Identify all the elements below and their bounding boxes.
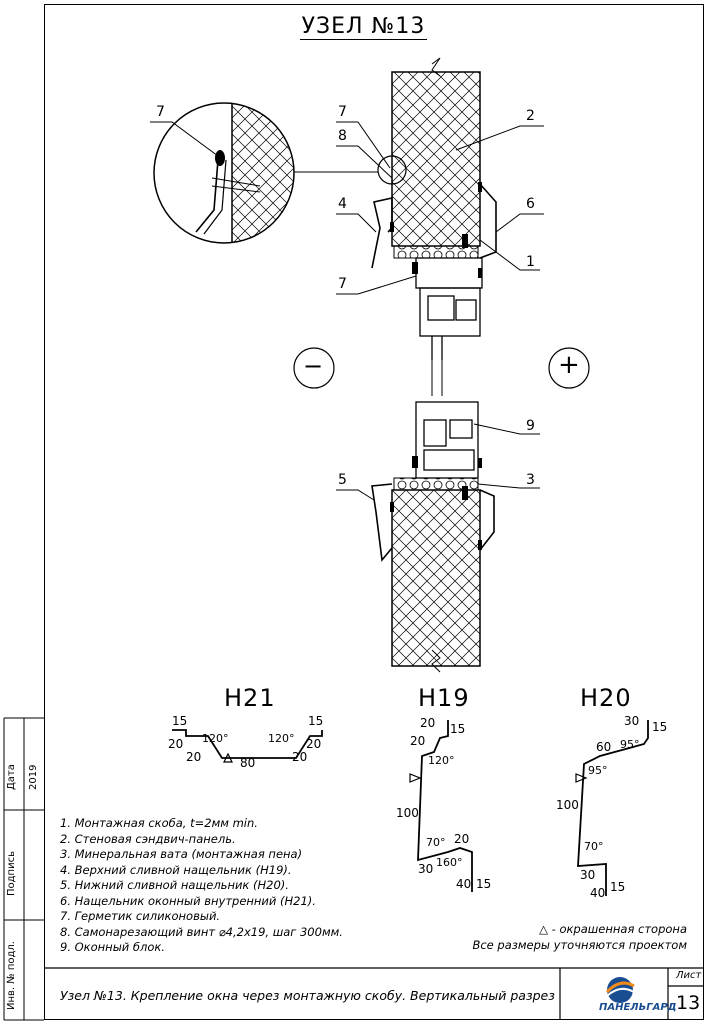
window-frame-upper <box>415 257 483 360</box>
h19-dim-d15: 15 <box>476 877 492 891</box>
legend-item: 2. Стеновая сэндвич-панель. <box>60 831 236 846</box>
h20-dim-top15: 15 <box>652 720 668 734</box>
stamp-date-label: Дата <box>6 764 17 790</box>
callout-7-detail: 7 <box>156 104 165 120</box>
profile-h19-title: Н19 <box>418 684 470 712</box>
legend-item: 5. Нижний сливной нащельник (Н20). <box>60 878 289 892</box>
h21-dim-r20a: 20 <box>306 737 322 751</box>
profile-h21-title: Н21 <box>224 684 276 712</box>
legend-list: 1. Монтажная скоба, t=2мм min. 2. Стенов… <box>60 816 343 956</box>
callout-1: 1 <box>526 254 535 270</box>
h20-dim-h100: 100 <box>556 798 579 812</box>
profile-h20-title: Н20 <box>580 684 632 712</box>
h19-angle1: 120° <box>428 754 455 767</box>
callout-2: 2 <box>526 108 535 124</box>
h19-angle3: 160° <box>436 856 463 869</box>
h20-angle3: 70° <box>584 840 604 853</box>
h21-angle-l: 120° <box>202 732 229 745</box>
h21-dim-l20a: 20 <box>168 737 184 751</box>
leader-lines <box>150 121 544 501</box>
stamp-date-value: 2019 <box>28 764 39 790</box>
callout-4: 4 <box>338 196 347 212</box>
h19-dim-d40: 40 <box>456 877 472 891</box>
sheet-number: 13 <box>676 992 701 1014</box>
sheet-label: Лист <box>676 970 702 981</box>
stamp-block <box>3 717 44 1021</box>
legend-item: 6. Нащельник оконный внутренний (Н21). <box>60 893 316 908</box>
drawing-frame <box>44 4 704 1020</box>
h19-dim-top15: 15 <box>450 722 466 736</box>
h21-dim-r20b: 20 <box>292 750 308 764</box>
sealant-marks <box>390 182 482 550</box>
callout-7-top: 7 <box>338 104 347 120</box>
h20-dim-d30: 30 <box>580 868 596 882</box>
sandwich-panel-upper <box>391 57 481 247</box>
dimensions-note: Все размеры уточняются проектом <box>472 938 687 952</box>
h20-angle1: 95° <box>620 738 640 751</box>
h20-dim-top30: 30 <box>624 714 640 728</box>
logo-text: ПАНЕЛЬГАРД <box>599 1002 677 1013</box>
title-block <box>44 967 704 1020</box>
h20-dim-d40: 40 <box>590 886 606 900</box>
flashing-h19 <box>371 197 393 269</box>
profile-h21-drawing <box>172 729 323 763</box>
h21-dim-l15: 15 <box>172 714 188 728</box>
callout-6: 6 <box>526 196 535 212</box>
inside-sign-circle <box>548 347 590 389</box>
glass-unit <box>431 360 443 396</box>
callout-9: 9 <box>526 418 535 434</box>
trim-h21-lower <box>479 489 495 551</box>
trim-h21 <box>479 183 497 259</box>
stamp-signature-label: Подпись <box>6 851 17 896</box>
flashing-h20 <box>371 483 393 562</box>
legend-item: 8. Самонарезающий винт ⌀4,2х19, шаг 300м… <box>60 924 343 939</box>
h21-dim-l20b: 20 <box>186 750 202 764</box>
callout-8: 8 <box>338 128 347 144</box>
painted-side-note: △ - окрашенная сторона <box>539 922 687 936</box>
callout-7-window: 7 <box>338 276 347 292</box>
h19-dim-h100: 100 <box>396 806 419 820</box>
h19-dim-top20: 20 <box>420 716 436 730</box>
h19-dim-s20: 20 <box>410 734 426 748</box>
h21-dim-bottom: 80 <box>240 756 256 770</box>
callout-3: 3 <box>526 472 535 488</box>
legend-item: 7. Герметик силиконовый. <box>60 909 221 923</box>
h19-dim-d30: 30 <box>418 862 434 876</box>
detail-callout <box>153 102 407 244</box>
window-frame-lower <box>415 401 479 479</box>
h21-angle-r: 120° <box>268 732 295 745</box>
page-title: УЗЕЛ №13 <box>299 14 428 40</box>
h19-angle2: 70° <box>426 836 446 849</box>
h21-dim-r15: 15 <box>308 714 324 728</box>
profile-h19-drawing <box>409 720 473 892</box>
legend-item: 3. Минеральная вата (монтажная пена) <box>60 847 303 861</box>
callout-5: 5 <box>338 472 347 488</box>
h19-dim-d20: 20 <box>454 832 470 846</box>
legend-item: 4. Верхний сливной нащельник (Н19). <box>60 862 292 877</box>
h20-angle2: 95° <box>588 764 608 777</box>
company-logo <box>605 977 635 1003</box>
outside-sign-circle <box>293 347 335 389</box>
inside-sign: + <box>558 350 580 380</box>
sandwich-panel-lower <box>391 489 481 673</box>
stamp-inventory-label: Инв. № подл. <box>6 941 17 1010</box>
h20-dim-s60: 60 <box>596 740 612 754</box>
outside-sign: − <box>303 352 324 380</box>
profile-h20-drawing <box>575 720 649 896</box>
legend-item: 9. Оконный блок. <box>60 940 165 954</box>
drawing-caption: Узел №13. Крепление окна через монтажную… <box>60 988 555 1003</box>
h20-dim-d15: 15 <box>610 880 626 894</box>
legend-item: 1. Монтажная скоба, t=2мм min. <box>60 816 258 830</box>
